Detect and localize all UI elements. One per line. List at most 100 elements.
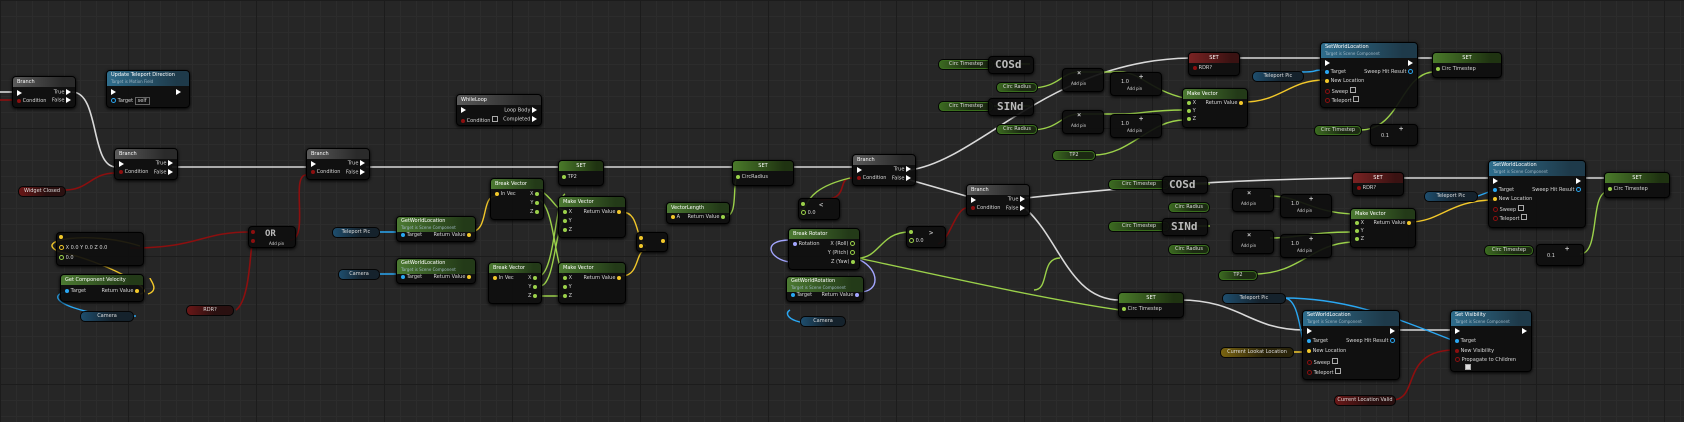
b-pin[interactable] — [639, 243, 643, 249]
target-pin[interactable]: Target — [401, 274, 422, 280]
exec-in-pin[interactable] — [1325, 60, 1330, 67]
exec-in-pin[interactable] — [461, 107, 466, 114]
cos-node-mid[interactable]: COSd — [1162, 176, 1208, 194]
value[interactable]: 0.0 — [807, 210, 816, 216]
a-pin[interactable] — [801, 201, 805, 207]
return-pin[interactable]: Return Value — [101, 288, 139, 294]
add-pin-button[interactable]: Add pin — [1127, 128, 1143, 133]
loop-body-pin[interactable]: Loop Body — [504, 107, 537, 114]
propagate-checkbox[interactable] — [1465, 364, 1471, 372]
exec-in-pin[interactable] — [111, 89, 116, 96]
add-increment-node-mid[interactable]: 0.1+ — [1536, 244, 1584, 266]
sweep-hit-pin[interactable]: Sweep Hit Result — [1346, 338, 1395, 344]
var-pin[interactable]: Circ Timestep — [1608, 186, 1648, 192]
increment-value[interactable]: 0.1 — [1547, 253, 1555, 259]
false-pin[interactable]: False — [1006, 205, 1025, 212]
return-pin[interactable]: Return Value — [821, 292, 859, 298]
add-pin-button[interactable]: Add pin — [1071, 81, 1087, 86]
literal-value[interactable]: 1.0 — [1291, 241, 1299, 247]
z-pin[interactable]: Z — [528, 293, 537, 299]
exec-out-pin[interactable] — [1522, 328, 1527, 335]
b-pin[interactable] — [251, 238, 255, 244]
new-location-pin[interactable]: New Location — [1493, 196, 1532, 202]
add-pin-button[interactable]: Add pin — [269, 241, 285, 246]
add-node-mid-1[interactable]: 1.0+Add pin — [1280, 194, 1332, 218]
add-pin-button[interactable]: Add pin — [1297, 248, 1313, 253]
x-pin[interactable]: X — [563, 209, 572, 215]
get-component-velocity-node[interactable]: Get Component Velocity Target Return Val… — [60, 274, 144, 302]
target-pin[interactable]: Target — [1493, 187, 1514, 193]
current-location-valid-var[interactable]: Current Location Valid — [1334, 395, 1396, 406]
z-value[interactable]: 0.0 — [99, 245, 108, 251]
yaw-pin[interactable]: Z (Yaw) — [831, 259, 855, 265]
circ-radius-var-mid-1[interactable]: Circ Radius — [1168, 202, 1210, 213]
sweep-pin[interactable]: Sweep — [1307, 358, 1338, 366]
a-pin[interactable] — [639, 235, 643, 241]
condition-pin[interactable]: Condition — [857, 175, 886, 181]
sweep-pin[interactable]: Sweep — [1493, 205, 1524, 213]
exec-out-pin[interactable] — [1390, 328, 1395, 335]
b-pin[interactable]: 0.0 — [801, 210, 816, 216]
target-pin[interactable]: Target — [401, 232, 422, 238]
condition-pin[interactable]: Condition — [119, 169, 148, 175]
literal-value[interactable]: 1.0 — [1291, 201, 1299, 207]
set-circ-timestep-node-bottom[interactable]: SET Circ Timestep — [1118, 292, 1184, 318]
x-pin[interactable]: X — [1355, 220, 1364, 226]
completed-pin[interactable]: Completed — [503, 116, 537, 123]
greater-than-node[interactable]: 0.0 > — [906, 226, 946, 248]
teleport-pin[interactable]: Teleport — [1493, 214, 1528, 222]
z-pin[interactable]: Z — [563, 293, 572, 299]
set-circ-timestep-node-top[interactable]: SET Circ Timestep — [1432, 52, 1502, 78]
exec-in-pin[interactable] — [971, 197, 976, 204]
exec-in-pin[interactable] — [1493, 178, 1498, 185]
condition-pin[interactable]: Condition — [311, 169, 340, 175]
branch-node-4[interactable]: Branch True False Condition — [852, 154, 916, 186]
break-rotator-node[interactable]: Break Rotator Rotation X (Roll) Y (Pitch… — [788, 228, 860, 270]
true-pin[interactable]: True — [156, 160, 173, 167]
z-pin[interactable]: Z — [1187, 116, 1196, 122]
branch-node-2[interactable]: Branch True False Condition — [114, 148, 178, 180]
camera-var-2[interactable]: Camera — [338, 269, 380, 280]
add-pin-button[interactable]: Add pin — [1297, 208, 1313, 213]
target-pin[interactable]: Target — [1307, 338, 1328, 344]
y-pin[interactable]: Y — [563, 284, 572, 290]
a-pin[interactable]: A — [671, 214, 680, 220]
exec-in-pin[interactable] — [17, 90, 22, 97]
sin-node-mid[interactable]: SINd — [1162, 218, 1208, 236]
rdr-var-1[interactable]: RDR? — [186, 305, 234, 316]
sweep-checkbox[interactable] — [1349, 87, 1356, 93]
var-pin[interactable]: Circ Timestep — [1122, 306, 1162, 312]
var-pin[interactable]: TP2 — [562, 174, 577, 180]
camera-var-3[interactable]: Camera — [800, 316, 846, 327]
teleport-pin[interactable]: Teleport — [1325, 96, 1360, 104]
vector-length-node[interactable]: VectorLength A Return Value — [666, 202, 730, 224]
y-pin[interactable]: Y — [563, 218, 572, 224]
tp2-var-mid[interactable]: TP2 — [1218, 270, 1258, 281]
vector-fields[interactable]: X 0.0 Y 0.0 Z 0.0 — [59, 245, 107, 251]
return-pin[interactable]: Return Value — [687, 214, 725, 220]
z-pin[interactable]: Z — [1355, 236, 1364, 242]
while-loop-node[interactable]: WhileLoop Loop Body Condition Completed — [456, 94, 542, 126]
add-node-top-2[interactable]: 1.0+Add pin — [1110, 114, 1162, 138]
branch-node-5[interactable]: Branch True False Condition — [966, 184, 1030, 216]
branch-node-1[interactable]: Branch True False Condition — [12, 76, 76, 108]
sin-node-top[interactable]: SINd — [988, 98, 1034, 116]
add-pin-button[interactable]: Add pin — [1241, 201, 1257, 206]
x-value[interactable]: 0.0 — [70, 245, 79, 251]
teleport-pic-var-mid[interactable]: Teleport Pic — [1424, 191, 1478, 202]
set-rdr-node-mid[interactable]: SET RDR? — [1352, 172, 1404, 196]
multiply-node-mid-1[interactable]: ×Add pin — [1232, 188, 1274, 212]
propagate-pin[interactable]: Propagate to Children — [1455, 357, 1516, 363]
var-pin[interactable]: RDR? — [1193, 65, 1212, 71]
target-pin[interactable]: Target — [65, 288, 86, 294]
rotation-pin[interactable]: Rotation — [793, 241, 820, 247]
exec-out-pin[interactable] — [1576, 178, 1581, 185]
less-than-node[interactable]: 0.0 < — [798, 198, 840, 220]
increment-value[interactable]: 0.1 — [1381, 133, 1389, 139]
false-pin[interactable]: False — [892, 175, 911, 182]
teleport-checkbox[interactable] — [1335, 368, 1342, 374]
return-pin[interactable]: Return Value — [1205, 100, 1243, 106]
teleport-checkbox[interactable] — [1353, 96, 1360, 102]
